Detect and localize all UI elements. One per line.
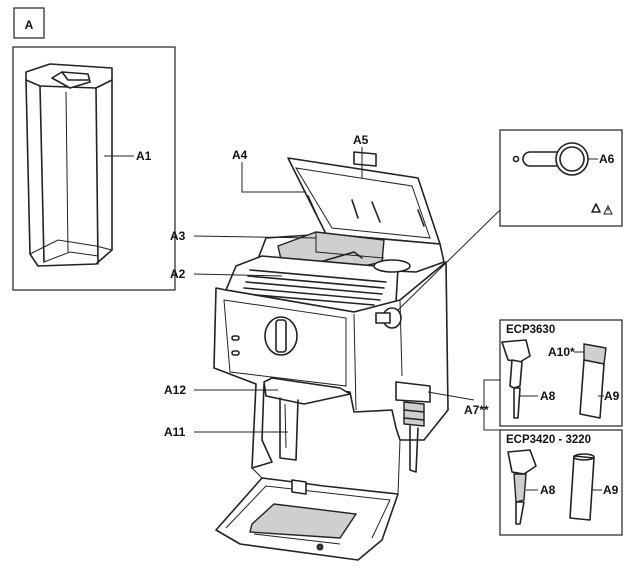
- callout-a1: A1: [136, 149, 152, 163]
- panel-title-top: ECP3630: [506, 324, 555, 336]
- panel-title-bottom: ECP3420 - 3220: [506, 434, 591, 446]
- steam-knob-panel: [499, 129, 623, 227]
- callout-a3: A3: [170, 229, 186, 243]
- callout-a8-bottom: A8: [540, 483, 556, 497]
- frother-tube-bottom: [507, 449, 537, 525]
- leader-a4: [241, 162, 306, 193]
- cappuccino-tube-bottom: [569, 453, 595, 521]
- frother-tube-top: [501, 339, 531, 419]
- callout-a8-top: A8: [540, 389, 556, 403]
- leader-a7: [427, 391, 475, 401]
- callout-a6: A6: [599, 152, 615, 166]
- leader-a7-bracket: [483, 396, 500, 431]
- hot-surface-icon: [591, 203, 613, 215]
- espresso-machine: [213, 151, 449, 561]
- callout-a9-bottom: A9: [603, 483, 619, 497]
- callout-a5: A5: [353, 133, 369, 147]
- leader-a2: [193, 273, 283, 277]
- leader-a7-bracket-top: [483, 379, 500, 396]
- leader-a6-link: [397, 209, 501, 311]
- figure-letter: A: [25, 18, 34, 32]
- steam-knob-detail: [512, 142, 589, 176]
- callout-a9-top: A9: [604, 389, 620, 403]
- cappuccino-tube-top: [579, 343, 607, 419]
- callout-a2: A2: [170, 267, 186, 281]
- water-tank: [25, 63, 113, 267]
- callout-a11: A11: [164, 425, 186, 439]
- leader-a3: [193, 235, 317, 239]
- callout-a10: A10*: [548, 345, 575, 359]
- callout-a7: A7**: [464, 403, 489, 417]
- figure-letter-box: [13, 7, 45, 39]
- callout-a12: A12: [164, 383, 186, 397]
- callout-a4: A4: [232, 148, 248, 162]
